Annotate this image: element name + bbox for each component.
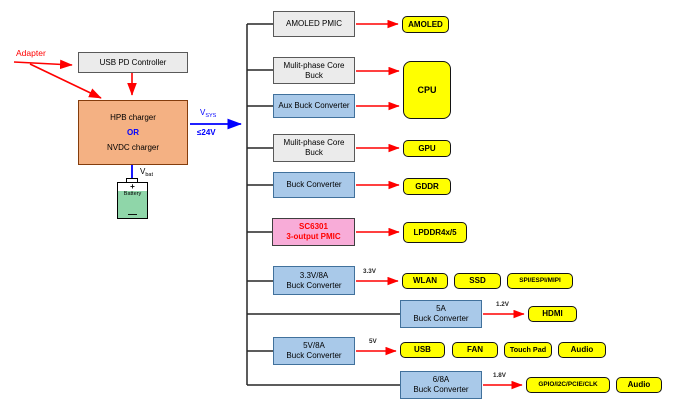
load-usb: USB — [400, 342, 445, 358]
battery: + Battery — — [117, 182, 148, 219]
usb-pd-controller-label: USB PD Controller — [99, 57, 167, 67]
battery-cell: Battery — — [118, 191, 147, 219]
vsys-limit-label: ≤24V — [197, 128, 216, 137]
usb-pd-controller-box: USB PD Controller — [78, 52, 188, 73]
load-audio-2: Audio — [616, 377, 662, 393]
rail-label-1v2: 1.2V — [496, 301, 509, 308]
converter-multiphase-core-buck-cpu: Mulit-phase Core Buck — [273, 57, 355, 84]
load-ssd: SSD — [454, 273, 501, 289]
load-touch-pad: Touch Pad — [504, 342, 552, 358]
battery-minus-sign: — — [128, 209, 137, 219]
converter-5v-buck: 5V/8A Buck Converter — [273, 337, 355, 365]
converter-buck-gddr: Buck Converter — [273, 172, 355, 198]
load-lpddr: LPDDR4x/5 — [403, 222, 467, 243]
converter-5a-buck: 5A Buck Converter — [400, 300, 482, 328]
charger-line3: NVDC charger — [106, 143, 159, 153]
rail-label-1v8: 1.8V — [493, 372, 506, 379]
adapter-arrows — [13, 59, 137, 99]
load-gpu: GPU — [403, 140, 451, 157]
charger-or-label: OR — [127, 127, 139, 137]
load-spi-espi-mipi: SPI/ESPI/MIPI — [507, 273, 573, 289]
battery-terminal — [126, 178, 138, 183]
battery-label: Battery — [123, 191, 142, 197]
converter-amoled-pmic: AMOLED PMIC — [273, 11, 355, 37]
load-wlan: WLAN — [402, 273, 448, 289]
load-gddr: GDDR — [403, 178, 451, 195]
converter-aux-buck: Aux Buck Converter — [273, 94, 355, 118]
vsys-arrow — [131, 118, 242, 178]
converter-3v3-buck: 3.3V/8A Buck Converter — [273, 266, 355, 295]
vsys-label: VSYS — [200, 108, 217, 119]
load-hdmi: HDMI — [528, 306, 577, 322]
battery-plus-sign: + — [130, 182, 135, 191]
adapter-label: Adapter — [16, 48, 46, 58]
converter-sc6301-pmic: SC6301 3-output PMIC — [272, 218, 355, 246]
charger-line1: HPB charger — [110, 112, 156, 122]
converter-multiphase-core-buck-gpu: Mulit-phase Core Buck — [273, 134, 355, 162]
load-amoled: AMOLED — [402, 16, 449, 33]
load-fan: FAN — [452, 342, 498, 358]
rail-label-3v3: 3.3V — [363, 268, 376, 275]
rail-label-5v: 5V — [369, 338, 377, 345]
load-arrows — [356, 19, 525, 390]
load-audio-1: Audio — [558, 342, 606, 358]
vbat-label: Vbat — [140, 167, 153, 178]
load-cpu: CPU — [403, 61, 451, 119]
vsys-bus — [246, 23, 400, 386]
charger-box: HPB charger OR NVDC charger — [78, 100, 188, 165]
converter-6a-buck: 6/8A Buck Converter — [400, 371, 482, 399]
load-gpio-i2c-pcie-clk: GPIO/I2C/PCIE/CLK — [526, 377, 610, 393]
